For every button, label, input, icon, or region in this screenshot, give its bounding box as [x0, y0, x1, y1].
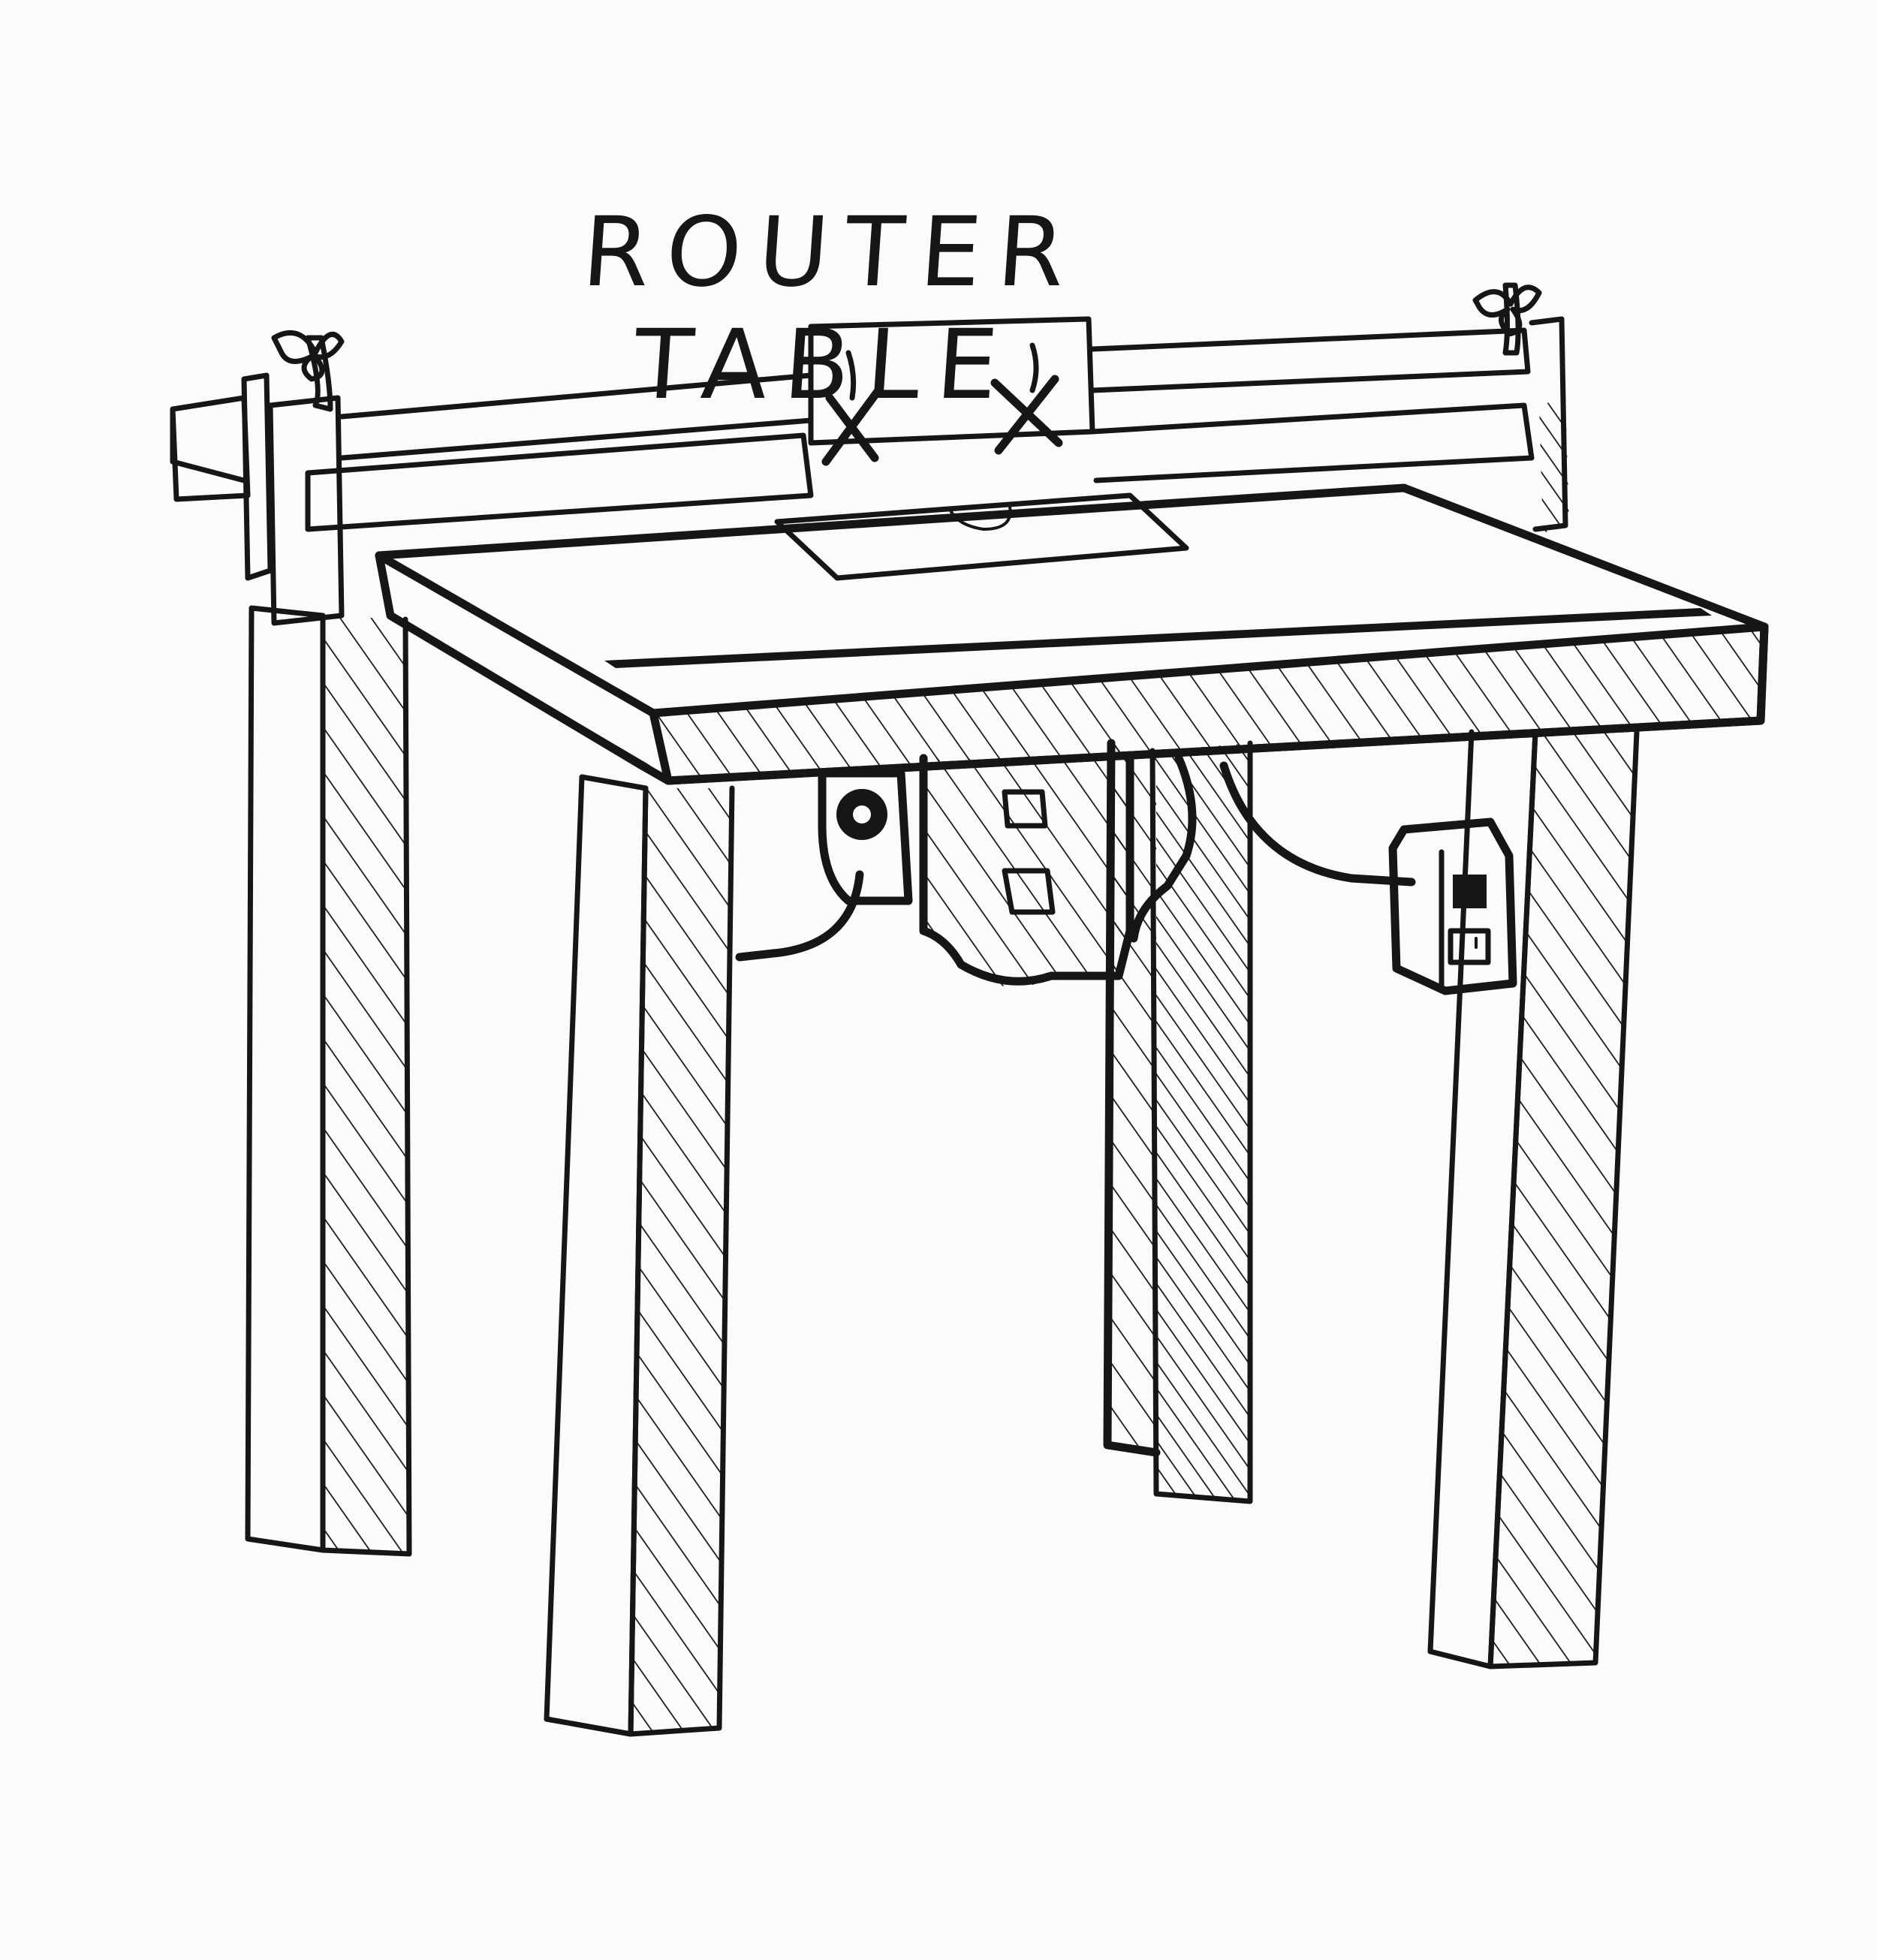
fence-face [808, 316, 1095, 466]
table-top [375, 483, 1769, 785]
front-right-leg [1427, 729, 1640, 1669]
clamp-knob-left [271, 330, 345, 412]
back-left-leg [245, 605, 412, 1557]
fence [170, 316, 1569, 626]
clamp-knob-right [1472, 282, 1542, 356]
router-motor [818, 754, 1197, 987]
power-cords [735, 761, 1416, 962]
back-right-leg [1103, 739, 1253, 1504]
front-left-leg [544, 774, 735, 1737]
star-knob-left [821, 350, 883, 466]
outlet-box [1388, 817, 1517, 995]
star-knob-right [990, 342, 1063, 455]
insert-plate [774, 492, 1189, 581]
